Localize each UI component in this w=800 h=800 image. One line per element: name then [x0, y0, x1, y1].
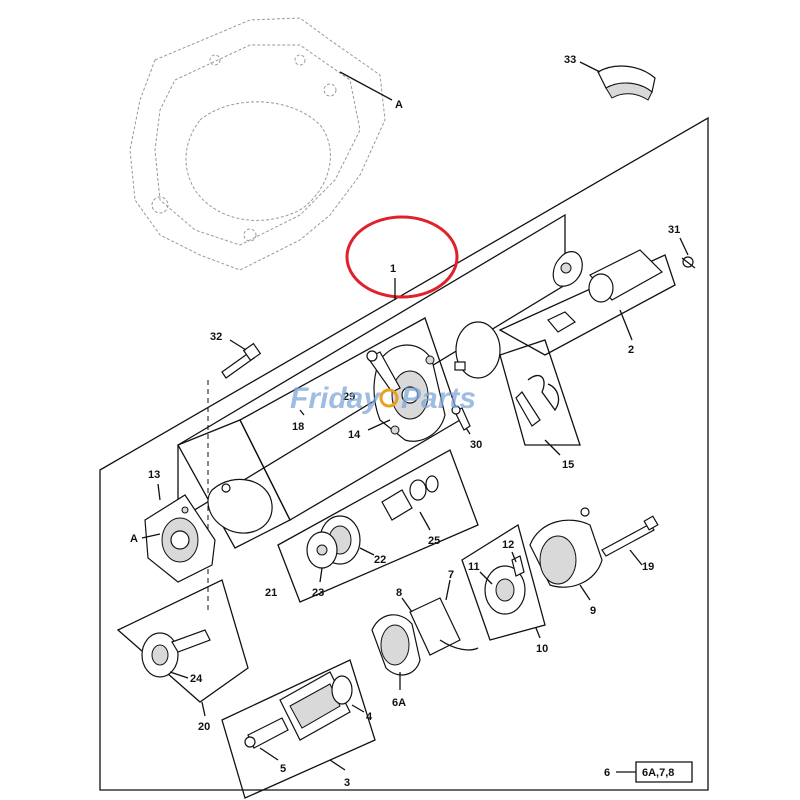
part-5-shaft-end	[244, 717, 289, 749]
leader-2	[619, 309, 633, 341]
callout-2: 2	[628, 344, 634, 356]
callout-24: 24	[190, 673, 203, 685]
watermark-left: Friday	[290, 382, 381, 415]
leader-A-left	[141, 533, 161, 539]
gasket-hole	[221, 483, 231, 493]
callout-19: 19	[642, 561, 654, 573]
leader-19	[629, 549, 643, 566]
callout-11: 11	[468, 561, 480, 573]
watermark-logo: Friday Parts	[290, 382, 476, 415]
part-19-through-bolt	[601, 515, 659, 557]
callout-1: 1	[390, 263, 396, 275]
part-9-end-cap	[529, 507, 603, 588]
leader-10	[535, 627, 541, 639]
part-2-solenoid	[547, 249, 663, 333]
leader-14	[367, 419, 391, 431]
callout-21: 21	[265, 587, 277, 599]
leader-A-top	[339, 71, 393, 101]
callout-30: 30	[470, 439, 482, 451]
callout-7: 7	[448, 569, 454, 581]
watermark-gear-icon	[379, 388, 399, 408]
callout-6A: 6A	[392, 697, 406, 709]
legend-refs: 6A,7,8	[642, 767, 674, 779]
callout-15: 15	[562, 459, 574, 471]
leader-4	[351, 704, 365, 713]
callout-29: 29	[343, 391, 355, 403]
callout-14: 14	[348, 429, 361, 441]
leader-18	[299, 409, 305, 416]
leader-31	[679, 237, 689, 256]
callout-33: 33	[564, 54, 576, 66]
callout-20: 20	[198, 721, 210, 733]
leader-30	[465, 427, 471, 435]
part-24-shaft-gear	[141, 629, 211, 678]
part-11-brush-holder	[484, 555, 526, 615]
leader-22	[359, 547, 375, 556]
leader-3	[329, 759, 346, 771]
legend-item: 6	[604, 767, 610, 779]
callout-A-left: A	[130, 533, 138, 545]
part-33-cover	[597, 65, 656, 101]
part-15-spring	[515, 375, 560, 427]
callout-A-top: A	[395, 99, 403, 111]
callout-8: 8	[396, 587, 402, 599]
o-ring	[455, 321, 501, 379]
callout-10: 10	[536, 643, 548, 655]
part-4-armature	[279, 671, 353, 741]
leader-13	[157, 483, 161, 501]
part-30-bolt	[451, 405, 471, 431]
watermark-right: Parts	[401, 382, 476, 415]
callout-25: 25	[428, 535, 440, 547]
callout-9: 9	[590, 605, 596, 617]
leader-23	[319, 567, 323, 583]
item-15-frame	[499, 339, 581, 446]
item-10-frame	[461, 523, 546, 641]
highlight-circle	[345, 215, 459, 299]
part-13-front-housing	[144, 494, 216, 583]
part-32-bolt	[221, 342, 262, 379]
leader-32	[229, 339, 247, 351]
item-20-frame	[116, 579, 249, 703]
assembly-frame	[99, 116, 709, 791]
part-14-drive-housing	[373, 344, 446, 442]
callout-5: 5	[280, 763, 286, 775]
part-29-bolt	[366, 350, 401, 393]
callout-32: 32	[210, 331, 222, 343]
leader-15	[544, 439, 561, 456]
item-21-frame	[277, 449, 479, 603]
callout-23: 23	[312, 587, 324, 599]
callout-31: 31	[668, 224, 680, 236]
leader-12	[511, 551, 517, 563]
item-3-frame	[221, 659, 376, 799]
callout-22: 22	[374, 554, 386, 566]
leader-9	[579, 584, 591, 601]
callout-4: 4	[366, 711, 373, 723]
leader-24	[169, 671, 189, 679]
legend: 6 6A,7,8	[604, 761, 693, 783]
small-block	[454, 361, 466, 371]
leader-33	[579, 61, 601, 73]
leader-20	[201, 701, 206, 717]
part-23-clutch	[306, 531, 338, 569]
part-6a-yoke	[371, 597, 479, 676]
flywheel-housing-outline	[129, 17, 386, 271]
leader-8	[401, 597, 413, 613]
leader-5	[259, 747, 279, 761]
callout-13: 13	[148, 469, 160, 481]
leader-25	[419, 511, 431, 531]
callout-12: 12	[502, 539, 514, 551]
part-25-spring-set	[381, 475, 439, 521]
leader-11	[479, 571, 493, 585]
gasket	[207, 478, 273, 534]
callout-18: 18	[292, 421, 304, 433]
part-31-nut	[681, 256, 696, 269]
leader-7	[445, 579, 451, 601]
callout-3: 3	[344, 777, 350, 789]
